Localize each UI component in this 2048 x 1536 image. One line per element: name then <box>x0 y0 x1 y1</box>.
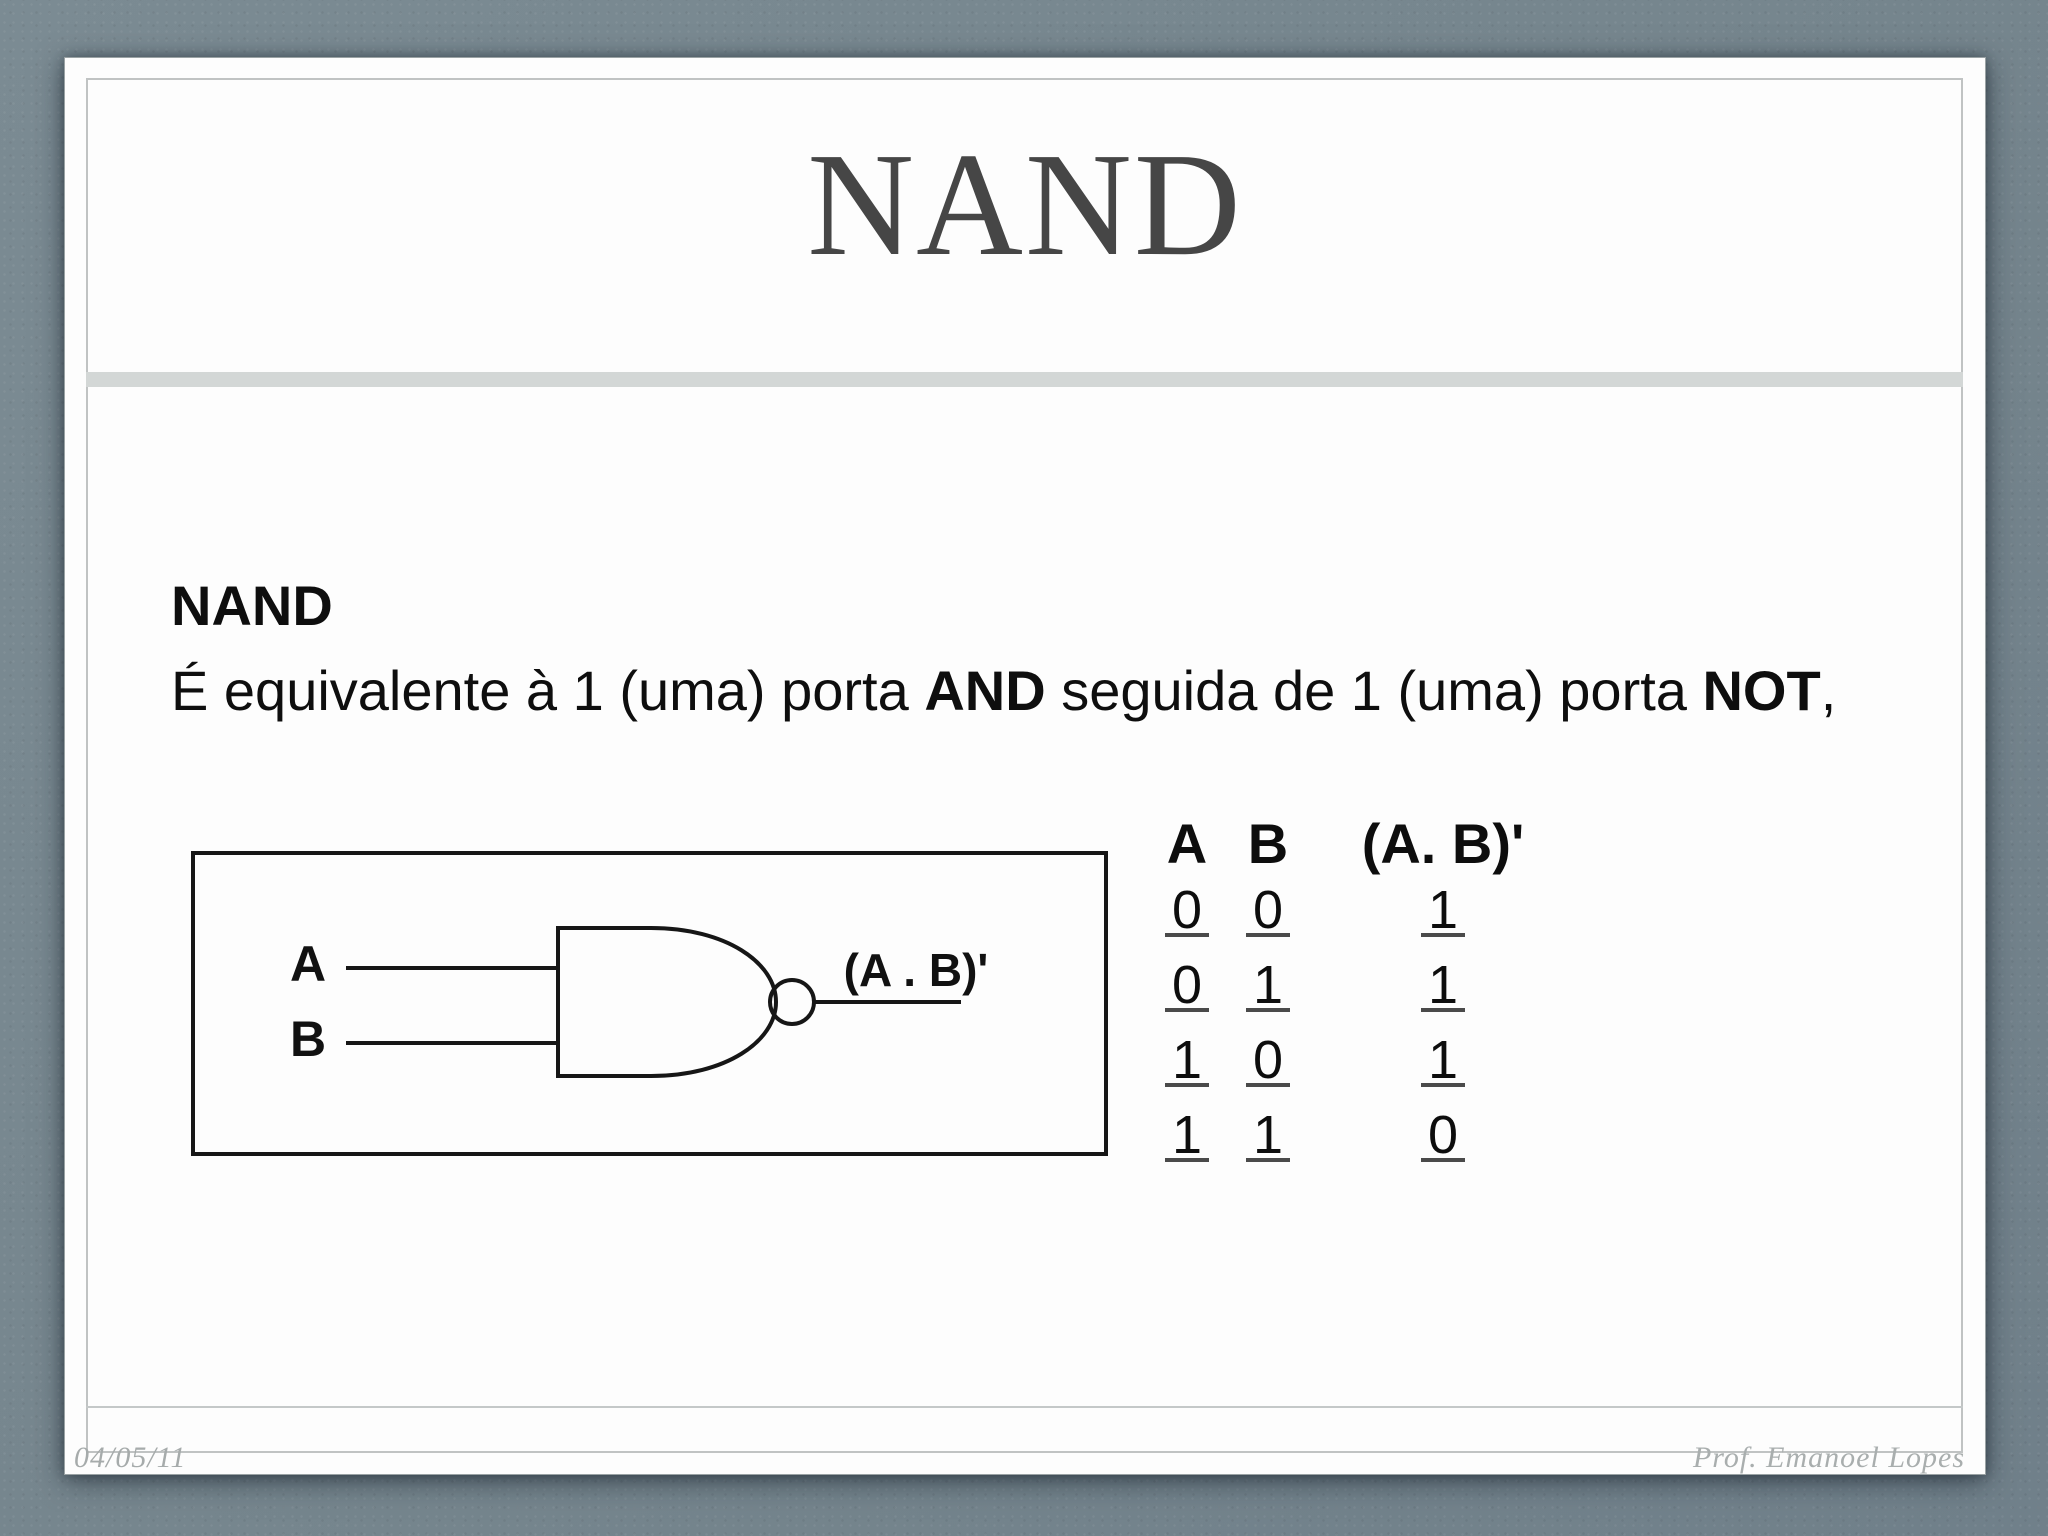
sentence-bold-not: NOT <box>1702 659 1821 722</box>
nand-gate-diagram: A B (A . B)' <box>191 851 1108 1156</box>
truth-table-cell: 1 <box>1420 1031 1466 1106</box>
truth-table-cell: 1 <box>1420 956 1466 1031</box>
footer-divider-line <box>86 1406 1963 1408</box>
cell-value: 0 <box>1420 1108 1466 1162</box>
sentence-part-2: seguida de 1 (uma) porta <box>1045 659 1703 722</box>
presentation-slide: NAND NAND É equivalente à 1 (uma) porta … <box>64 57 1986 1475</box>
input-a-label: A <box>290 936 326 992</box>
diagram-outer-box <box>191 851 1108 1156</box>
cell-value: 0 <box>1164 883 1210 937</box>
cell-value: 1 <box>1420 1033 1466 1087</box>
truth-table-cell: 1 <box>1420 881 1466 956</box>
cell-value: 0 <box>1164 958 1210 1012</box>
sentence-part-1: É equivalente à 1 (uma) porta <box>171 659 925 722</box>
truth-table: A B (A. B)' 0 0 1 0 1 1 1 0 1 1 1 0 <box>1151 806 1573 1181</box>
sentence-part-3: , <box>1820 659 1837 722</box>
truth-table-cell: 0 <box>1420 1106 1466 1181</box>
title-divider-bar <box>86 372 1963 387</box>
cell-value: 1 <box>1245 1108 1291 1162</box>
truth-table-header-a: A <box>1166 812 1208 875</box>
cell-value: 1 <box>1164 1033 1210 1087</box>
cell-value: 0 <box>1245 883 1291 937</box>
and-gate-body <box>556 926 779 1078</box>
truth-table-cell: 1 <box>1245 956 1291 1031</box>
cell-value: 1 <box>1245 958 1291 1012</box>
truth-table-header-out: (A. B)' <box>1361 812 1525 875</box>
truth-table-cell: 1 <box>1245 1106 1291 1181</box>
truth-table-cell: 1 <box>1164 1106 1210 1181</box>
truth-table-cell: 0 <box>1164 881 1210 956</box>
truth-table-cell: 0 <box>1245 881 1291 956</box>
sentence-bold-and: AND <box>924 659 1046 722</box>
cell-value: 1 <box>1164 1108 1210 1162</box>
body-heading: NAND <box>171 574 333 637</box>
input-b-label: B <box>290 1011 326 1067</box>
truth-table-header-b: B <box>1247 812 1289 875</box>
footer-author: Prof. Emanoel Lopes <box>1692 1441 1965 1474</box>
cell-value: 0 <box>1245 1033 1291 1087</box>
truth-table-cell: 1 <box>1164 1031 1210 1106</box>
footer-date: 04/05/11 <box>74 1441 187 1474</box>
cell-value: 1 <box>1420 958 1466 1012</box>
cell-value: 1 <box>1420 883 1466 937</box>
truth-table-cell: 0 <box>1164 956 1210 1031</box>
body-sentence: É equivalente à 1 (uma) porta AND seguid… <box>171 657 1836 724</box>
slide-title: NAND <box>807 123 1243 287</box>
truth-table-cell: 0 <box>1245 1031 1291 1106</box>
output-label: (A . B)' <box>844 944 989 996</box>
